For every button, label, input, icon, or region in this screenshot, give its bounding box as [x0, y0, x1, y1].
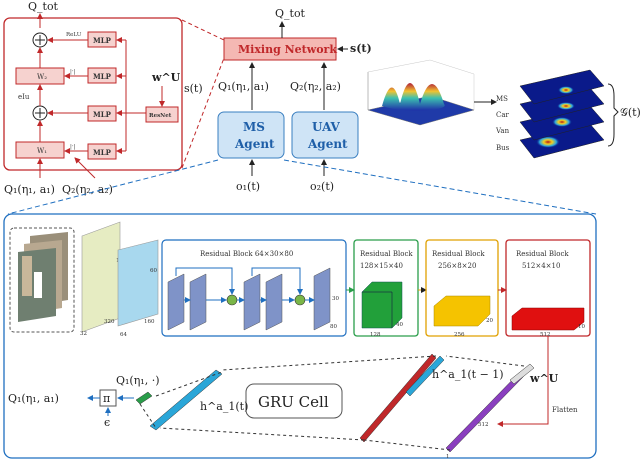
conv-layer-2	[117, 239, 159, 327]
mixing-network: Mixing Network Q_tot s(t) Q₁(η₁, a₁) Q₂(…	[218, 7, 372, 110]
uav-agent-line1: UAV	[312, 120, 341, 134]
mixing-network-box	[223, 37, 337, 61]
heatmap-layer-ms	[519, 69, 605, 105]
agent-detail-panel: 1 20 320 32 60 160 64 Residual Block 64×3…	[3, 213, 597, 460]
q-dot-label: Q₁(η₁, ·)	[116, 374, 160, 387]
abs-label-2: |·|	[70, 144, 76, 150]
dim-d: 60	[150, 268, 157, 274]
relu-label: ReLU	[66, 32, 82, 38]
dim-b: 320	[104, 319, 115, 325]
q-tot-top-label: Q_tot	[28, 0, 59, 13]
surface-plot	[367, 59, 475, 126]
heatmap-layer-car	[519, 87, 605, 123]
res-add-node-2	[294, 294, 306, 306]
flatten-label: Flatten	[552, 406, 578, 414]
wu-label-rnn: w^U	[529, 372, 559, 385]
h-prev-label: h^a_1(t − 1)	[432, 368, 504, 381]
q2-input-label: Q₂(η₂, a₂)	[62, 183, 113, 196]
h-cur-vector	[149, 369, 223, 431]
dim-i: 40	[396, 322, 403, 328]
dim-k: 20	[486, 318, 493, 324]
dim-m: 10	[578, 324, 585, 330]
dim-h: 80	[330, 324, 337, 330]
ms-agent-line2: Agent	[234, 137, 275, 151]
gru-cell-label: GRU Cell	[258, 393, 329, 411]
res-block-4-label-1: Residual Block	[516, 250, 569, 258]
vec-512-label: 512	[478, 422, 489, 428]
mlp-box-3: MLP	[87, 105, 117, 122]
mlp-box-1: MLP	[87, 31, 117, 48]
abs-label-1: |·|	[70, 69, 76, 75]
vec-1-label: 1	[446, 454, 450, 460]
mixing-q-tot-label: Q_tot	[275, 7, 306, 20]
q-out-label: Q₁(η₁, a₁)	[8, 392, 59, 405]
h-prev-vector	[405, 355, 445, 397]
conv-layer-1	[81, 221, 121, 333]
heatmap-label-bus: Bus	[496, 144, 510, 152]
flattened-vector	[445, 371, 525, 453]
heatmap-label-car: Car	[496, 111, 510, 119]
mlp-box-2: MLP	[87, 67, 117, 84]
w1-label: W₁	[37, 147, 47, 155]
resnet-box	[145, 106, 179, 123]
dim-e: 160	[144, 319, 155, 325]
plus-node-middle	[32, 105, 48, 121]
mlp-label-3: MLP	[93, 110, 112, 119]
resnet-label: ResNet	[149, 113, 172, 119]
uav-agent: UAV Agent	[291, 111, 359, 159]
mixing-state-label: s(t)	[350, 42, 372, 55]
dim-n: 512	[540, 332, 551, 338]
heatmap-label-ms: MS	[496, 95, 508, 103]
obs2-label: o₂(t)	[310, 180, 334, 193]
mlp-label-1: MLP	[93, 36, 112, 45]
residual-block-4: Residual Block 512×4×10 10 512	[505, 239, 591, 338]
mlp-box-4: MLP	[87, 143, 117, 160]
dim-c: 32	[80, 331, 87, 337]
w2-label: W₂	[37, 73, 47, 81]
elu-label: eIu	[18, 93, 30, 101]
obs1-label: o₁(t)	[236, 180, 260, 193]
res-block-2-label-1: Residual Block	[360, 250, 413, 258]
residual-block-3: Residual Block 256×8×20 20 256	[425, 239, 499, 338]
mixing-q2-label: Q₂(η₂, a₂)	[290, 80, 341, 93]
res-block-3-label-2: 256×8×20	[438, 262, 476, 270]
ms-agent-line1: MS	[243, 120, 265, 134]
res-block-1-label: Residual Block 64×30×80	[200, 250, 293, 258]
pi-label: π	[103, 392, 110, 405]
uav-agent-line2: Agent	[307, 137, 348, 151]
mixer-detail-panel: Q_tot W₂ W₁ eIu ReLU MLP MLP	[3, 0, 225, 196]
dim-j: 128	[370, 332, 381, 338]
input-image-stack	[9, 227, 75, 333]
wu-vector	[509, 363, 535, 385]
h-cur-label: h^a_1(t)	[200, 400, 248, 413]
residual-block-2: Residual Block 128×15×40 40 128	[353, 239, 419, 338]
res-block-2-label-2: 128×15×40	[360, 262, 403, 270]
mixing-q1-label: Q₁(η₁, a₁)	[218, 80, 269, 93]
plus-node-top	[32, 32, 48, 48]
dim-f: 64	[120, 332, 127, 338]
wu-label-mixer: w^U	[151, 71, 181, 84]
mlp-label-4: MLP	[93, 148, 112, 157]
q-dot-vector	[135, 391, 153, 405]
dim-g: 30	[332, 296, 339, 302]
epsilon-label: ϵ	[104, 416, 110, 429]
g-label: 𝒢(t)	[620, 106, 640, 119]
res-block-3-label-1: Residual Block	[432, 250, 485, 258]
gru-cell-box	[245, 383, 343, 419]
q1-input-label: Q₁(η₁, a₁)	[4, 183, 55, 196]
mlp-label-2: MLP	[93, 72, 112, 81]
state-label-mixer: s(t)	[184, 82, 203, 95]
ms-agent: MS Agent	[217, 111, 285, 159]
res-block-4-label-2: 512×4×10	[522, 262, 560, 270]
dim-l: 256	[454, 332, 465, 338]
mixing-network-title: Mixing Network	[238, 43, 337, 56]
concat-vector	[359, 353, 437, 443]
heatmap-stack: MS Car Van Bus 𝒢(t)	[495, 69, 640, 159]
res-add-node-1	[226, 294, 238, 306]
heatmap-label-van: Van	[495, 127, 510, 135]
residual-block-1: Residual Block 64×30×80 30 80	[161, 239, 347, 337]
heatmap-layer-van	[519, 105, 605, 141]
